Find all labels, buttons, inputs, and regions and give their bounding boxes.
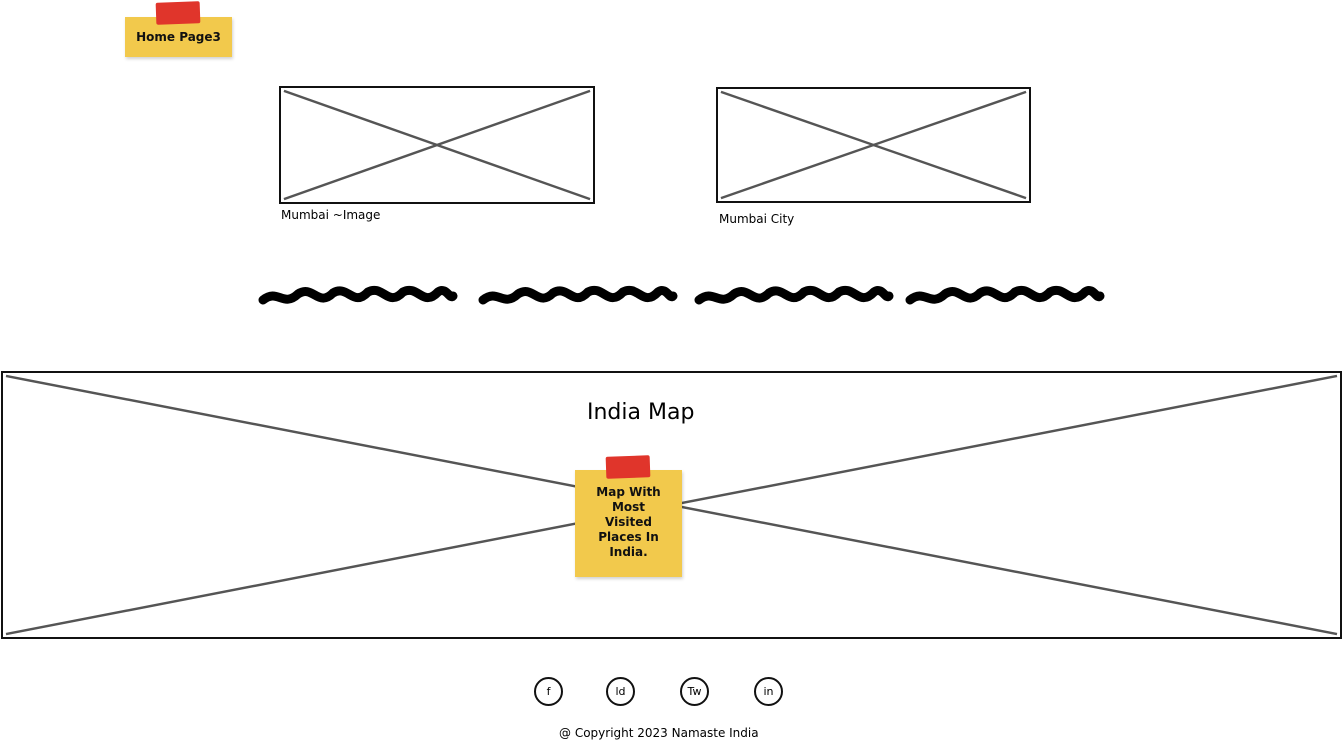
sticky-tape xyxy=(605,455,651,479)
nav-scribble-3[interactable] xyxy=(694,280,894,314)
nav-scribble-1[interactable] xyxy=(258,280,458,314)
nav-scribble-2[interactable] xyxy=(478,280,678,314)
image-placeholder-mumbai[interactable] xyxy=(279,86,595,204)
map-note-text: Map With Most Visited Places In India. xyxy=(596,485,661,559)
map-title: India Map xyxy=(587,400,695,425)
linkedin-icon[interactable]: ld xyxy=(606,677,635,706)
image-caption: Mumbai City xyxy=(719,212,795,226)
twitter-icon[interactable]: Tw xyxy=(680,677,709,706)
image-placeholder-icon xyxy=(720,90,1027,200)
nav-scribble-4[interactable] xyxy=(905,280,1105,314)
instagram-icon[interactable]: in xyxy=(754,677,783,706)
image-placeholder-mumbai-city[interactable] xyxy=(716,87,1031,203)
copyright-text: @ Copyright 2023 Namaste India xyxy=(559,726,759,740)
sticky-tape xyxy=(155,1,201,25)
page-label: Home Page3 xyxy=(136,29,221,44)
image-caption: Mumbai ~Image xyxy=(281,208,381,222)
map-sticky-note: Map With Most Visited Places In India. xyxy=(575,470,682,577)
facebook-icon[interactable]: f xyxy=(534,677,563,706)
image-placeholder-icon xyxy=(283,89,591,201)
